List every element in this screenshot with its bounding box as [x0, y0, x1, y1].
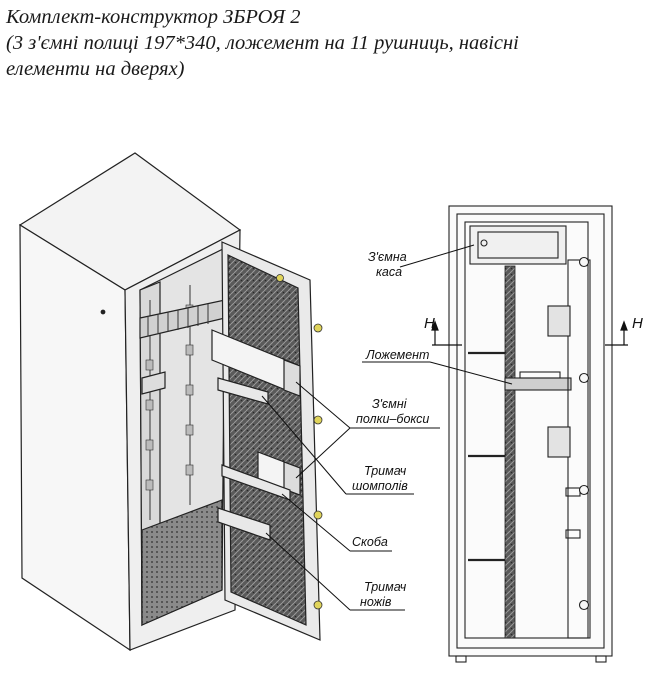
- label-shelves-line-1: З'ємні: [372, 397, 408, 411]
- safe-3d-view: [18, 152, 323, 652]
- label-knife-line-1: Тримач: [364, 580, 407, 594]
- callout-removable-shelves: З'ємні полки–бокси: [295, 381, 440, 479]
- callout-cash-box: З'ємна каса: [368, 244, 475, 279]
- ramrod-holder-part: [217, 377, 269, 405]
- callout-knife-holder: Тримач ножів: [265, 532, 407, 611]
- label-ramrod-line-2: шомполів: [352, 479, 408, 493]
- callout-bracket: Скоба: [281, 493, 392, 552]
- door-bolts: [276, 274, 323, 610]
- section-mark-left-label: H: [424, 315, 435, 332]
- front-outer-frame: [448, 205, 613, 657]
- front-center-post: [504, 265, 516, 639]
- cabinet-left-side: [19, 223, 131, 652]
- label-ramrod-line-1: Тримач: [364, 464, 407, 478]
- front-shelves: [468, 351, 505, 562]
- label-knife-line-2: ножів: [360, 595, 392, 609]
- section-mark-right: [605, 320, 628, 346]
- label-gun-rack: Ложемент: [365, 348, 429, 362]
- front-bolts: [578, 256, 590, 611]
- callout-ramrod-holder: Тримач шомполів: [261, 395, 414, 495]
- section-mark-right-label: H: [632, 315, 643, 332]
- knife-holder-part: [217, 507, 271, 541]
- page-title: Комплект-конструктор ЗБРОЯ 2 (3 з'ємні п…: [6, 4, 656, 82]
- bracket-part: [221, 464, 291, 501]
- cabinet-floor: [141, 499, 223, 626]
- section-mark-left: [431, 320, 462, 346]
- callout-gun-rack: Ложемент: [362, 348, 513, 385]
- label-shelves-line-2: полки–бокси: [356, 412, 429, 426]
- title-line-2: (3 з'ємні полиці 197*340, ложемент на 11…: [6, 32, 519, 54]
- label-cash-box-line-2: каса: [376, 265, 402, 279]
- safe-front-view: [448, 205, 613, 663]
- front-gun-rack: [504, 377, 572, 391]
- label-cash-box-line-1: З'ємна: [368, 250, 407, 264]
- title-line-1: Комплект-конструктор ЗБРОЯ 2: [6, 6, 301, 28]
- door-inner-panel: [227, 254, 307, 626]
- front-inner-compartment: [464, 221, 589, 639]
- title-line-3: елементи на дверях): [6, 58, 185, 80]
- label-bracket: Скоба: [352, 535, 388, 549]
